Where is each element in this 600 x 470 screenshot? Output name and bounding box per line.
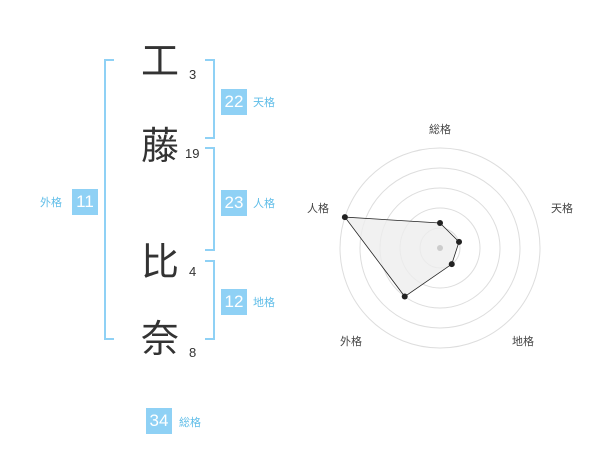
jinkaku-bracket (205, 147, 215, 251)
name-char-3: 比 (141, 240, 180, 284)
jinkaku-value-box: 23 (221, 190, 247, 216)
soukaku-label: 総格 (179, 416, 201, 429)
tenkaku-value-box: 22 (221, 89, 247, 115)
tenkaku-label: 天格 (253, 96, 275, 109)
name-char-4-strokes: 8 (189, 345, 197, 360)
radar-label-gaikaku: 外格 (340, 335, 362, 348)
radar-grid-ring (359, 167, 521, 329)
radar-label-chikaku: 地格 (512, 335, 534, 348)
radar-point-2 (456, 238, 463, 245)
radar-label-tenkaku: 天格 (551, 202, 573, 215)
gaikaku-value-box: 11 (72, 189, 98, 215)
tenkaku-bracket (205, 59, 215, 139)
radar-center-dot (437, 245, 443, 251)
name-char-3-strokes: 4 (189, 264, 197, 279)
chikaku-bracket (205, 260, 215, 340)
name-char-2-strokes: 19 (185, 146, 200, 161)
radar-point-4 (401, 293, 408, 300)
radar-label-jinkaku: 人格 (307, 202, 329, 215)
radar-data-polygon (344, 216, 460, 298)
gaikaku-bracket (104, 59, 114, 340)
radar-point-3 (448, 261, 455, 268)
radar-label-soukaku: 総格 (429, 123, 451, 136)
gaikaku-label: 外格 (40, 196, 62, 209)
name-char-1: 工 (141, 39, 180, 83)
radar-grid-ring (339, 147, 541, 349)
name-char-4: 奈 (141, 317, 180, 361)
chikaku-label: 地格 (253, 296, 275, 309)
jinkaku-label: 人格 (253, 197, 275, 210)
soukaku-value-box: 34 (146, 408, 172, 434)
chikaku-value-box: 12 (221, 289, 247, 315)
name-char-1-strokes: 3 (189, 67, 197, 82)
radar-point-5 (341, 214, 348, 221)
name-char-2: 藤 (141, 124, 180, 168)
radar-point-1 (437, 220, 443, 226)
